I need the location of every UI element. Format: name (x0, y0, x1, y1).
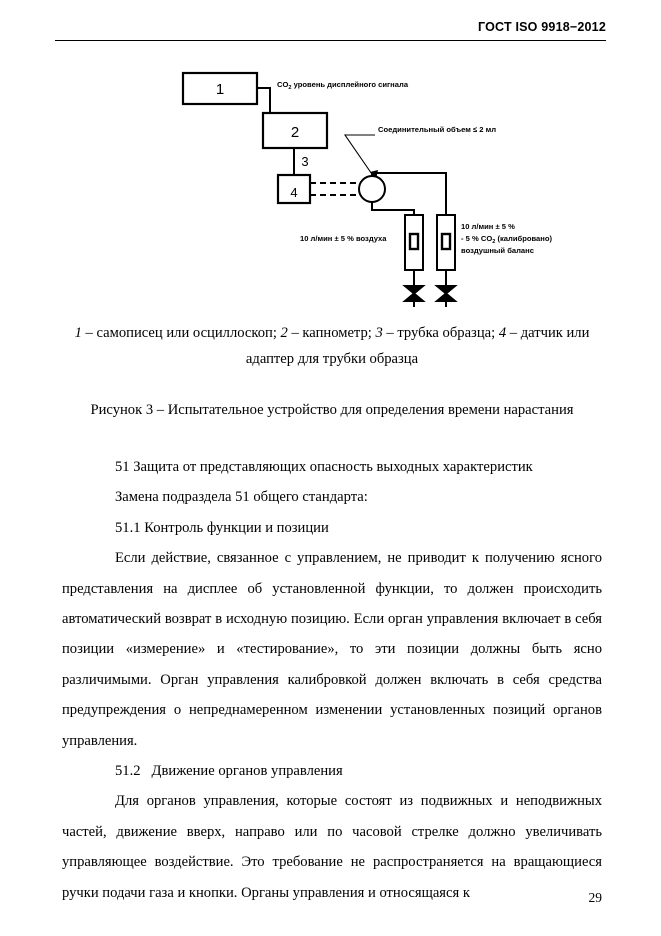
section-512-title: Движение органов управления (151, 763, 343, 780)
section-51-replacement-note: Замена подраздела 51 общего стандарта: (115, 489, 368, 506)
section-512-heading: 51.2 Движение органов управления (62, 756, 602, 786)
pipe-to-right-rotameter (371, 172, 447, 215)
paragraph-512: Для органов управления, которые состоят … (62, 793, 602, 901)
valve-left (402, 280, 426, 307)
legend-item-2-number: 2 (280, 325, 288, 341)
co2-signal-label: CO2 уровень дисплейного сигнала (277, 80, 409, 91)
page-header: ГОСТ ISO 9918−2012 (55, 20, 606, 34)
section-511-heading: 51.1 Контроль функции и позиции (115, 519, 329, 536)
figure-3-diagram: 1 CO2 уровень дисплейного сигнала 2 3 4 … (0, 58, 661, 313)
diagram-box-2 (261, 111, 329, 150)
right-flow-label-line3: воздушный баланс (461, 246, 534, 255)
paragraph-511: Если действие, связанное с управлением, … (62, 550, 602, 749)
legend-item-1-text: – самописец или осциллоскоп; (81, 325, 281, 341)
rotameter-left-float (408, 232, 420, 251)
connector-box1-box2 (257, 87, 271, 113)
left-flow-label: 10 л/мин ± 5 % воздуха (300, 234, 387, 243)
diagram-box-1-label: 1 (216, 81, 224, 98)
legend-item-4-text: – датчик или (506, 325, 590, 341)
diagram-box-3-label: 3 (301, 154, 308, 169)
figure-legend: 1 – самописец или осциллоскоп; 2 – капно… (62, 320, 602, 372)
legend-item-4-number: 4 (498, 325, 507, 341)
figure-legend-line-1: 1 – самописец или осциллоскоп; 2 – капно… (62, 320, 602, 346)
diagram-box-4 (276, 173, 312, 205)
legend-item-3-number: 3 (375, 325, 383, 341)
diagram-box-1 (181, 71, 259, 106)
document-body: 51 Защита от представляющих опасность вы… (62, 452, 602, 908)
section-512-number: 51.2 (115, 763, 141, 780)
rotameter-right-float (440, 232, 452, 251)
valve-right (434, 280, 458, 307)
header-divider (55, 40, 606, 41)
section-51-heading: 51 Защита от представляющих опасность вы… (115, 459, 533, 475)
standard-title: ГОСТ ISO 9918−2012 (478, 20, 606, 34)
diagram-box-2-label: 2 (291, 124, 299, 141)
leader-connector-volume (343, 134, 377, 181)
legend-item-3-text: – трубка образца; (382, 325, 499, 341)
pipe-to-left-rotameter (371, 202, 415, 215)
legend-item-2-text: – капнометр; (287, 325, 376, 341)
right-flow-label-line1: 10 л/мин ± 5 % (461, 222, 515, 231)
figure-legend-line-2: адаптер для трубки образца (245, 351, 419, 367)
legend-item-1-number: 1 (74, 325, 82, 341)
page-number: 29 (588, 890, 603, 905)
diagram-box-4-label: 4 (290, 185, 297, 200)
connector-volume-label: Соединительный объем ≤ 2 мл (378, 125, 496, 134)
right-flow-label-line2: - 5 % CO2 (калибровано) (461, 234, 552, 245)
t-connector-circle (358, 175, 386, 203)
figure-caption: Рисунок 3 – Испытательное устройство для… (90, 402, 574, 418)
